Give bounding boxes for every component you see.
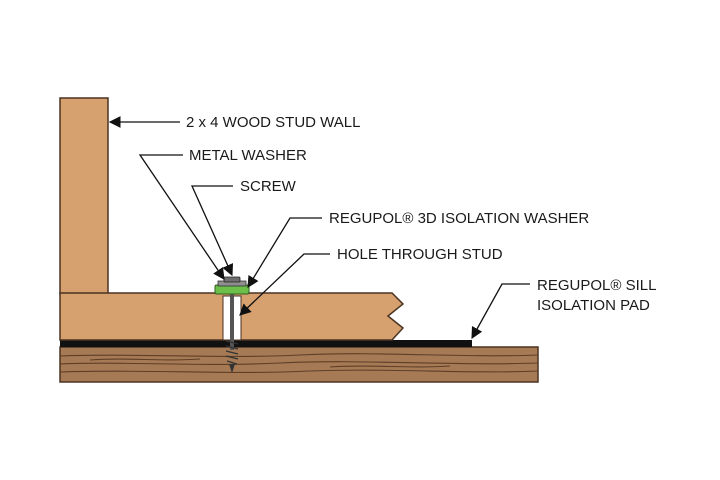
label-isolation-washer: REGUPOL® 3D ISOLATION WASHER — [329, 210, 589, 227]
label-sill-pad-line1: REGUPOL® SILL — [537, 277, 656, 294]
label-metal-washer: METAL WASHER — [189, 147, 307, 164]
subfloor-grain-4 — [89, 358, 201, 361]
sill-isolation-pad — [60, 340, 472, 347]
screw-thread — [225, 340, 239, 365]
subfloor-grain-1 — [59, 353, 539, 357]
label-screw: SCREW — [240, 178, 297, 195]
subfloor-grain-5 — [329, 365, 451, 368]
label-sill-pad-line2: ISOLATION PAD — [537, 297, 650, 314]
leader-isolation-washer — [247, 217, 322, 288]
subfloor-board — [59, 346, 539, 383]
subfloor-grain-3 — [59, 369, 539, 373]
leader-hole — [239, 253, 330, 316]
leader-sill-pad — [471, 283, 530, 340]
label-hole: HOLE THROUGH STUD — [337, 246, 503, 263]
screw-shank — [230, 288, 234, 350]
subfloor — [59, 346, 539, 383]
screw-head — [223, 276, 241, 283]
vertical-stud — [59, 97, 109, 295]
subfloor-grain-2 — [59, 361, 539, 365]
leader-metal-washer — [138, 154, 225, 280]
screw — [225, 288, 239, 373]
label-wall: 2 x 4 WOOD STUD WALL — [186, 114, 360, 131]
leader-screw — [190, 185, 234, 277]
screw-tip — [229, 364, 235, 373]
